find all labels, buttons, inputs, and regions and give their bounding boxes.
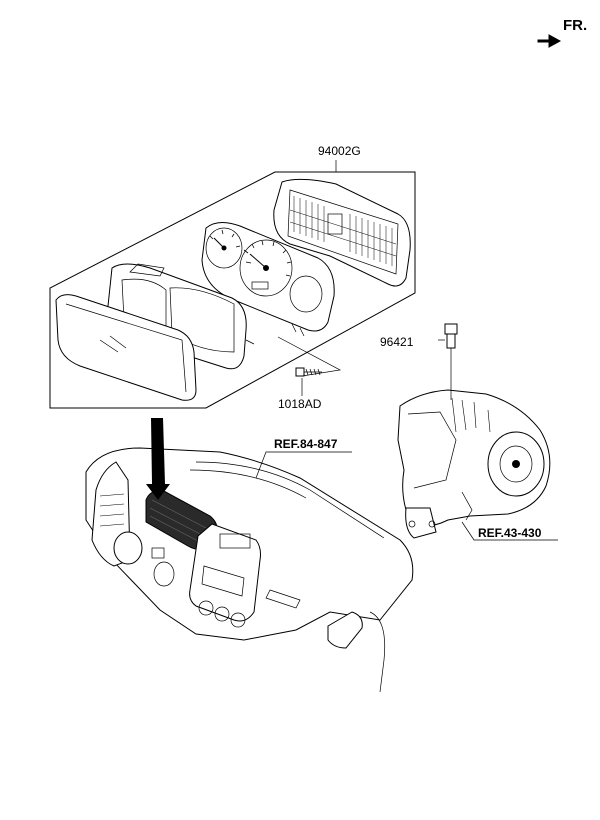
installation-pointer-arrow (146, 418, 170, 500)
cluster-window-lens (55, 294, 197, 401)
speedometer-dial (239, 239, 293, 297)
cluster-gauge-face (201, 222, 335, 337)
ref-84-847-label: REF.84-847 (274, 437, 338, 451)
screw-leader-lines (277, 336, 342, 377)
odometer-display (251, 281, 269, 290)
speed-sensor (438, 323, 458, 400)
mounting-screw (295, 367, 322, 377)
callout-94002G: 94002G (318, 144, 361, 158)
ref-43-430-label: REF.43-430 (478, 526, 542, 540)
forward-arrow-icon (537, 34, 562, 48)
dashboard-right-vent (327, 611, 363, 649)
needle-hub (263, 265, 269, 271)
transaxle-assembly (397, 389, 551, 539)
rear-housing-grid (289, 196, 397, 266)
steering-column (113, 531, 143, 565)
front-direction-indicator: FR. (537, 17, 587, 48)
ref-84-847-leader (255, 451, 352, 479)
cluster-rear-housing (273, 178, 411, 287)
dashboard-crash-pad (85, 447, 414, 693)
callout-1018AD: 1018AD (278, 397, 322, 411)
fr-label: FR. (563, 17, 587, 34)
tachometer-dial (205, 227, 243, 269)
cluster-group-frame (49, 160, 416, 409)
ref-43-430-leader (461, 521, 558, 541)
fuel-temp-dial (289, 275, 323, 313)
transaxle-mount-bracket (405, 507, 437, 539)
callout-96421: 96421 (380, 335, 414, 349)
speedometer-needle (249, 253, 267, 269)
